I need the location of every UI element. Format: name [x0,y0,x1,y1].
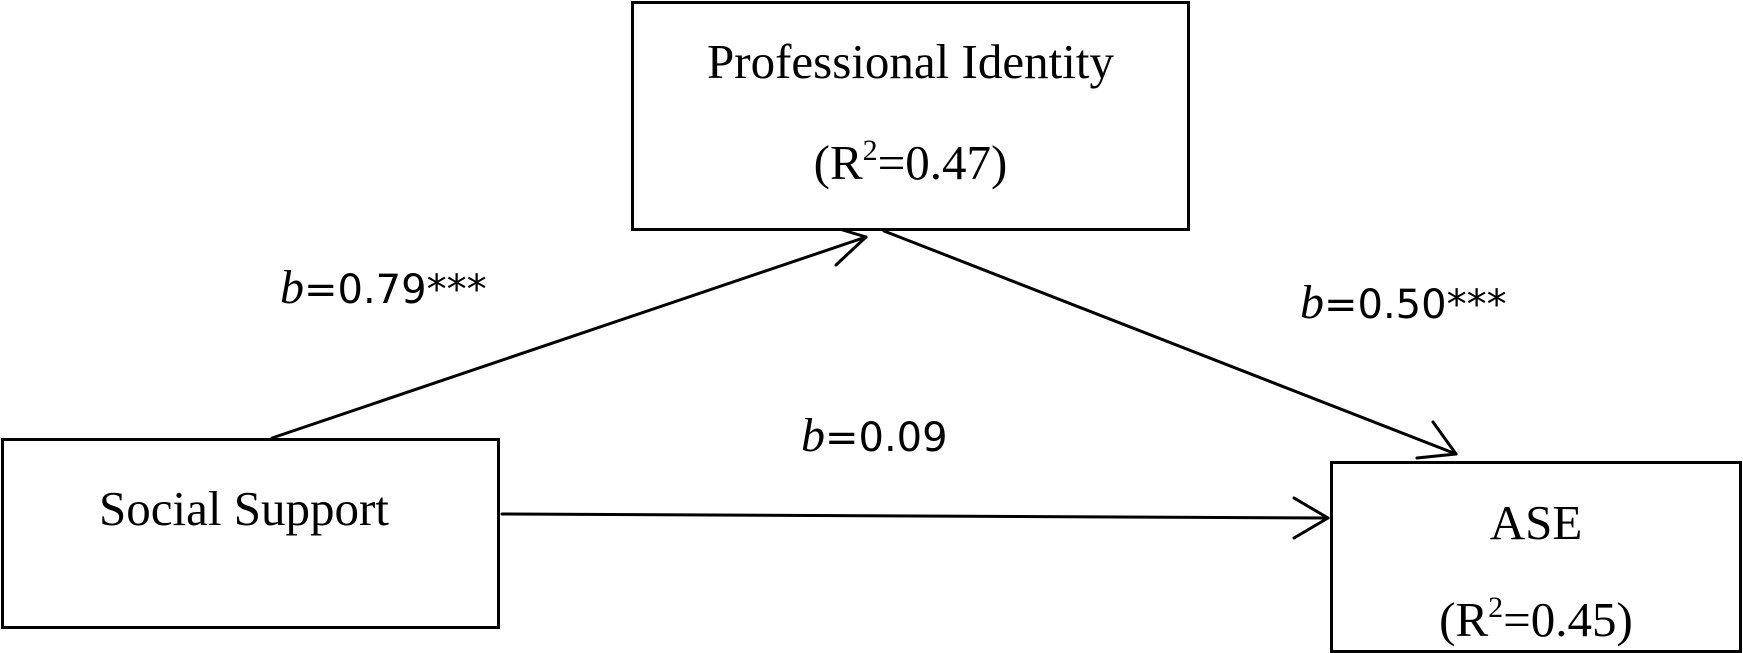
coefficient-symbol: b [280,261,304,314]
coefficient-value: =0.79*** [304,267,487,313]
path-coefficient-a: b=0.79*** [280,264,487,312]
arrow-pi-to-ase [882,229,1458,456]
node-r-squared: (R2=0.47) [634,135,1187,190]
path-coefficient-c: b=0.09 [801,412,948,460]
r2-value: =0.47) [877,135,1008,190]
node-title: Professional Identity [707,34,1114,89]
arrowhead-ss-to-ase [1292,496,1330,540]
path-coefficient-b: b=0.50*** [1300,279,1507,327]
node-ase: ASE (R2=0.45) [1330,461,1742,653]
node-r-squared: (R2=0.45) [1333,592,1739,647]
r2-superscript: 2 [1488,591,1504,624]
node-title: ASE [1489,495,1583,550]
coefficient-value: =0.50*** [1324,282,1507,328]
arrowhead-pi-to-ase [1415,420,1458,460]
coefficient-value: =0.09 [825,415,948,461]
arrow-ss-to-ase [500,512,1330,520]
node-social-support: Social Support [1,438,500,629]
node-title: Social Support [99,481,389,536]
coefficient-symbol: b [1300,276,1324,329]
node-professional-identity: Professional Identity (R2=0.47) [631,1,1190,231]
r2-prefix: (R [813,135,863,190]
coefficient-symbol: b [801,409,825,462]
r2-prefix: (R [1439,592,1489,647]
r2-value: =0.45) [1503,592,1633,647]
arrow-ss-to-pi [270,235,868,440]
r2-superscript: 2 [862,134,878,167]
